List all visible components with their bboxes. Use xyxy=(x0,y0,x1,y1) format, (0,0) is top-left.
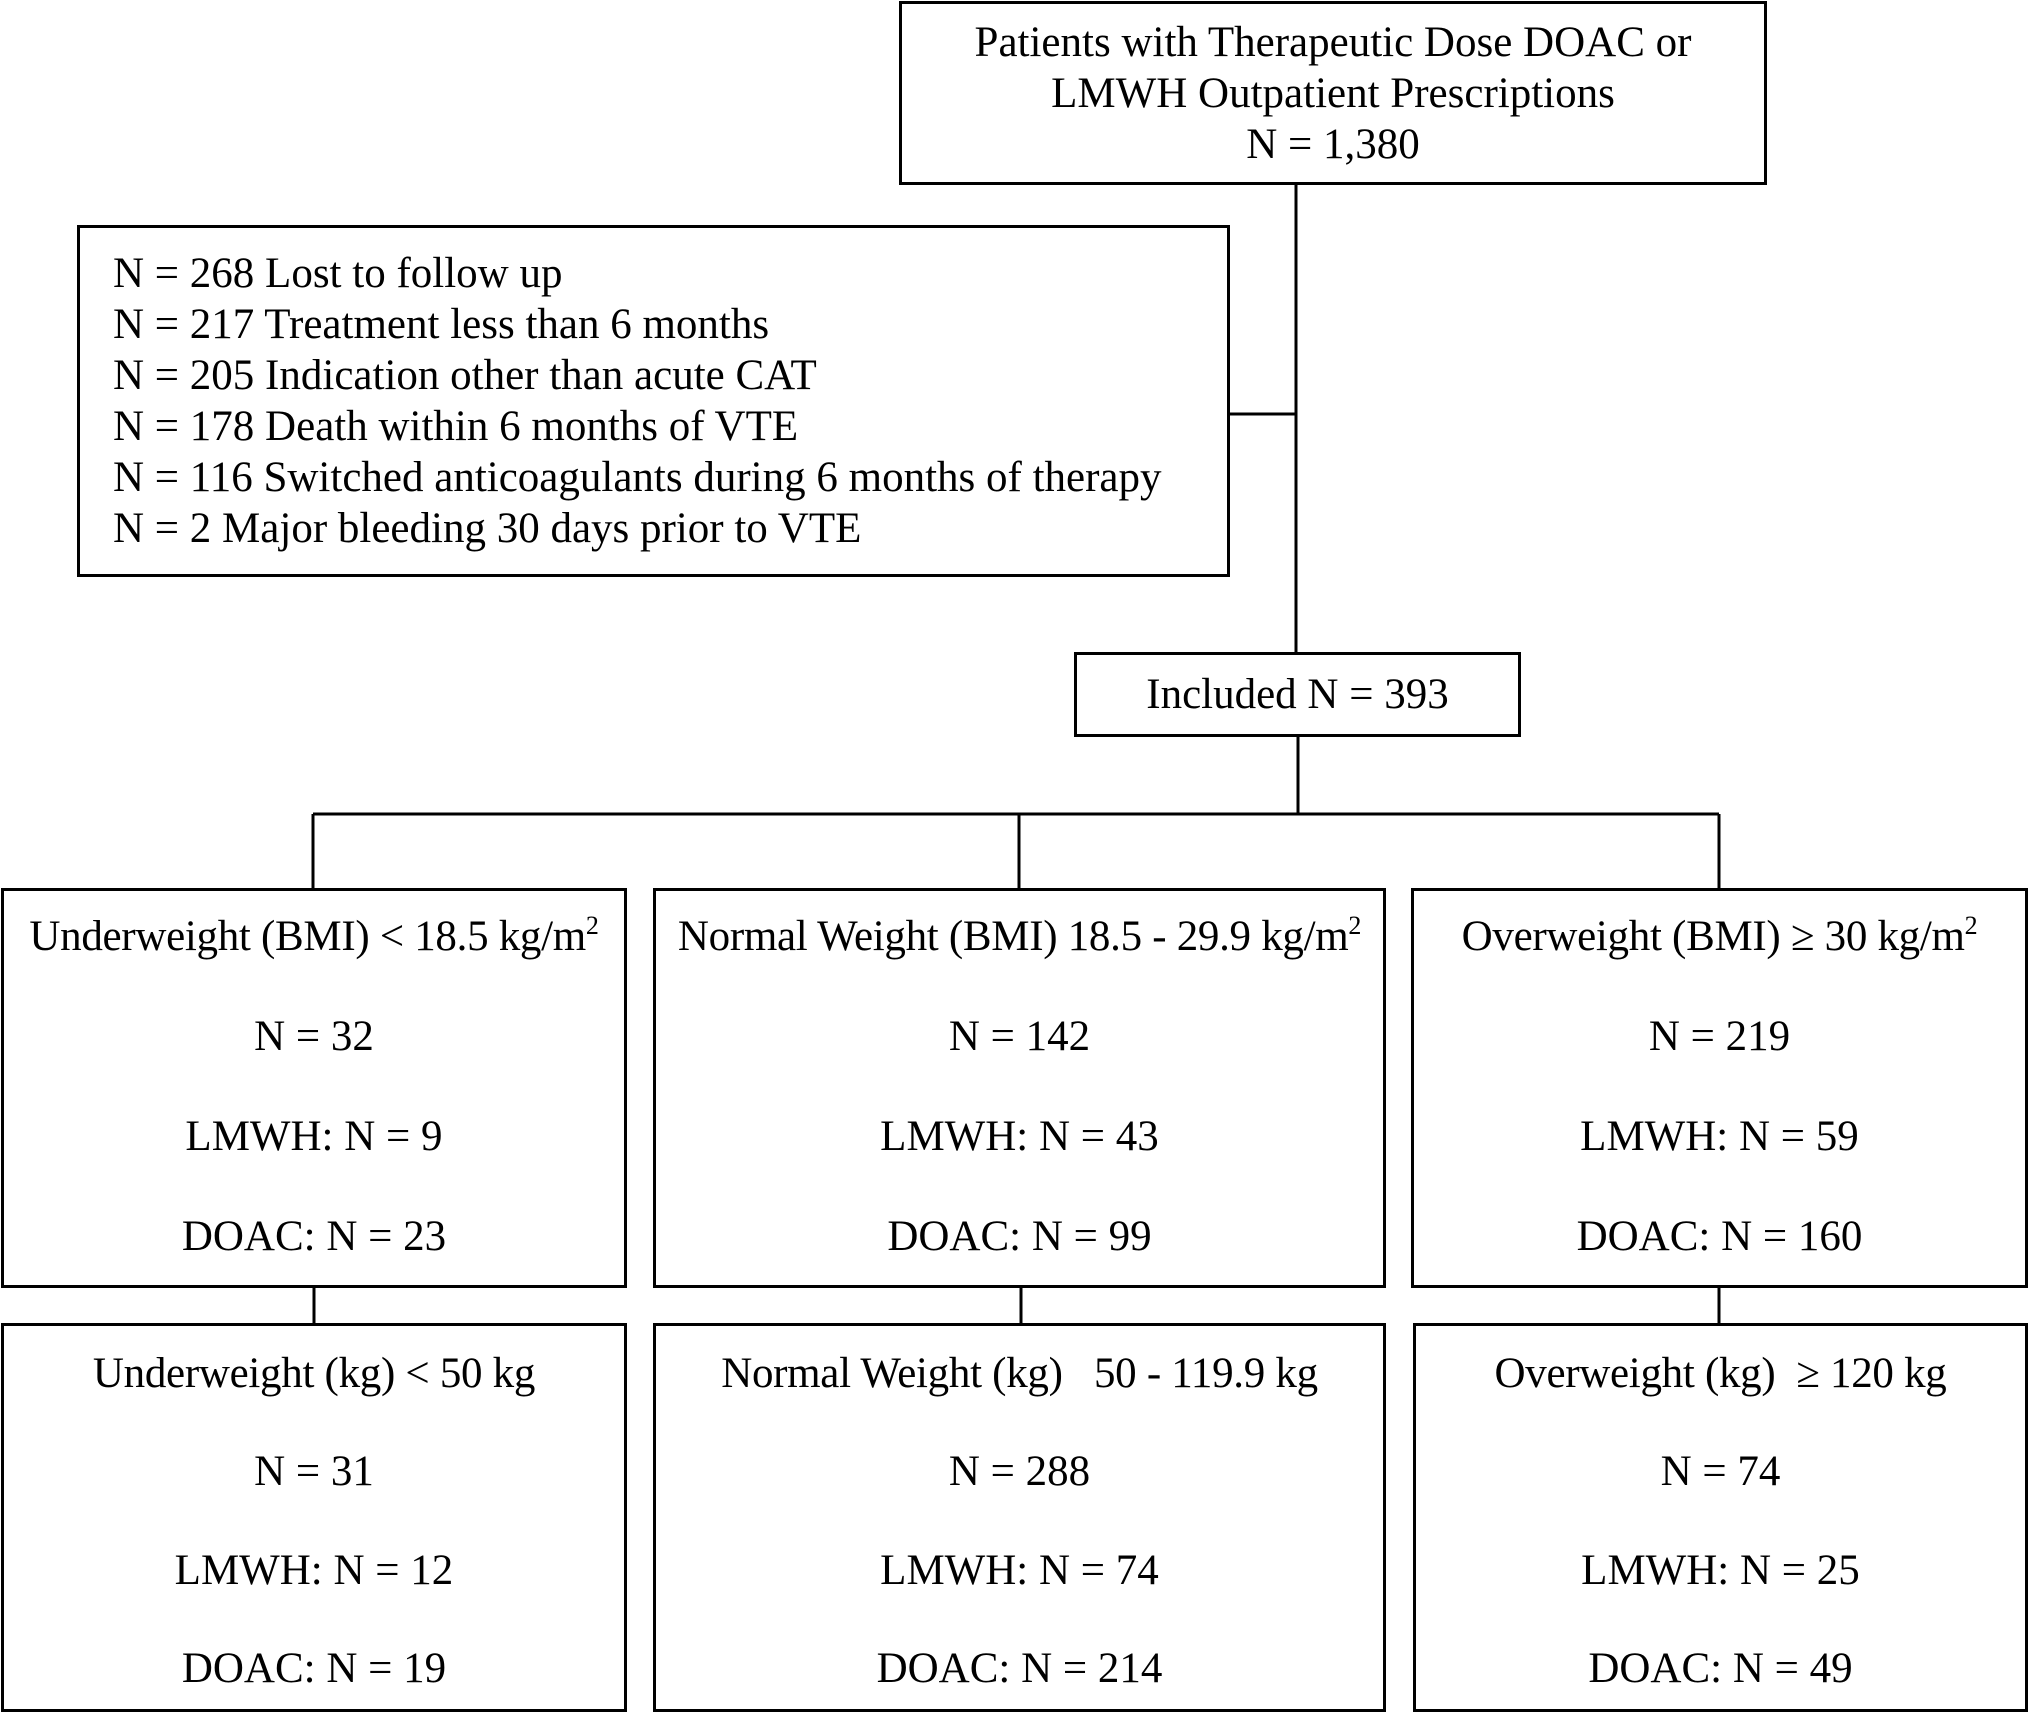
eligible-patients-count: N = 1,380 xyxy=(1246,120,1420,168)
bmi-normal-count: N = 142 xyxy=(948,1013,1091,1060)
exclusion-other-indication: N = 205 Indication other than acute CAT xyxy=(113,352,817,399)
bmi-underweight-lmwh: LMWH: N = 9 xyxy=(185,1113,443,1160)
bmi-overweight-count: N = 219 xyxy=(1648,1013,1791,1060)
bmi-underweight-count: N = 32 xyxy=(254,1013,374,1060)
squared-superscript: 2 xyxy=(1348,911,1362,940)
bmi-overweight-title: Overweight (BMI) ≥ 30 kg/m2 xyxy=(1461,911,1978,961)
included-box: Included N = 393 xyxy=(1074,652,1521,737)
bmi-underweight-doac: DOAC: N = 23 xyxy=(181,1213,447,1260)
kg-normal-doac: DOAC: N = 214 xyxy=(876,1644,1163,1692)
kg-overweight-doac: DOAC: N = 49 xyxy=(1588,1644,1853,1692)
kg-underweight-count: N = 31 xyxy=(254,1448,374,1496)
bmi-normal-title: Normal Weight (BMI) 18.5 - 29.9 kg/m2 xyxy=(677,911,1362,961)
exclusion-switched-anticoagulants: N = 116 Switched anticoagulants during 6… xyxy=(113,454,1162,501)
bmi-overweight-doac: DOAC: N = 160 xyxy=(1576,1213,1863,1260)
exclusion-lost-to-follow-up: N = 268 Lost to follow up xyxy=(113,250,563,297)
kg-overweight-box: Overweight (kg) ≥ 120 kg N = 74 LMWH: N … xyxy=(1413,1323,2028,1712)
exclusion-major-bleeding: N = 2 Major bleeding 30 days prior to VT… xyxy=(113,505,862,552)
kg-overweight-count: N = 74 xyxy=(1660,1448,1781,1496)
bmi-normal-doac: DOAC: N = 99 xyxy=(887,1213,1152,1260)
bmi-overweight-box: Overweight (BMI) ≥ 30 kg/m2 N = 219 LMWH… xyxy=(1411,888,2028,1288)
kg-normal-count: N = 288 xyxy=(948,1448,1091,1496)
bmi-underweight-title: Underweight (BMI) < 18.5 kg/m2 xyxy=(29,911,599,961)
included-count: Included N = 393 xyxy=(1146,671,1449,718)
bmi-normal-box: Normal Weight (BMI) 18.5 - 29.9 kg/m2 N … xyxy=(653,888,1386,1288)
exclusions-box: N = 268 Lost to follow up N = 217 Treatm… xyxy=(77,225,1230,577)
bmi-normal-lmwh: LMWH: N = 43 xyxy=(880,1113,1159,1160)
eligible-patients-line-1: Patients with Therapeutic Dose DOAC or xyxy=(974,18,1692,66)
squared-superscript: 2 xyxy=(1964,911,1978,940)
kg-underweight-doac: DOAC: N = 19 xyxy=(181,1644,447,1692)
kg-underweight-lmwh: LMWH: N = 12 xyxy=(174,1546,454,1594)
exclusion-treatment-duration: N = 217 Treatment less than 6 months xyxy=(113,301,770,348)
eligible-patients-line-2: LMWH Outpatient Prescriptions xyxy=(1051,69,1615,117)
kg-normal-title: Normal Weight (kg) 50 - 119.9 kg xyxy=(721,1350,1318,1397)
kg-normal-box: Normal Weight (kg) 50 - 119.9 kg N = 288… xyxy=(653,1323,1386,1712)
bmi-overweight-lmwh: LMWH: N = 59 xyxy=(1580,1113,1859,1160)
kg-overweight-title: Overweight (kg) ≥ 120 kg xyxy=(1494,1350,1947,1397)
bmi-underweight-box: Underweight (BMI) < 18.5 kg/m2 N = 32 LM… xyxy=(1,888,627,1288)
kg-underweight-box: Underweight (kg) < 50 kg N = 31 LMWH: N … xyxy=(1,1323,627,1712)
kg-normal-lmwh: LMWH: N = 74 xyxy=(880,1546,1159,1594)
kg-overweight-lmwh: LMWH: N = 25 xyxy=(1581,1546,1860,1594)
squared-superscript: 2 xyxy=(585,911,599,940)
kg-underweight-title: Underweight (kg) < 50 kg xyxy=(92,1350,536,1397)
eligible-patients-box: Patients with Therapeutic Dose DOAC or L… xyxy=(899,1,1767,185)
exclusion-death: N = 178 Death within 6 months of VTE xyxy=(113,403,799,450)
